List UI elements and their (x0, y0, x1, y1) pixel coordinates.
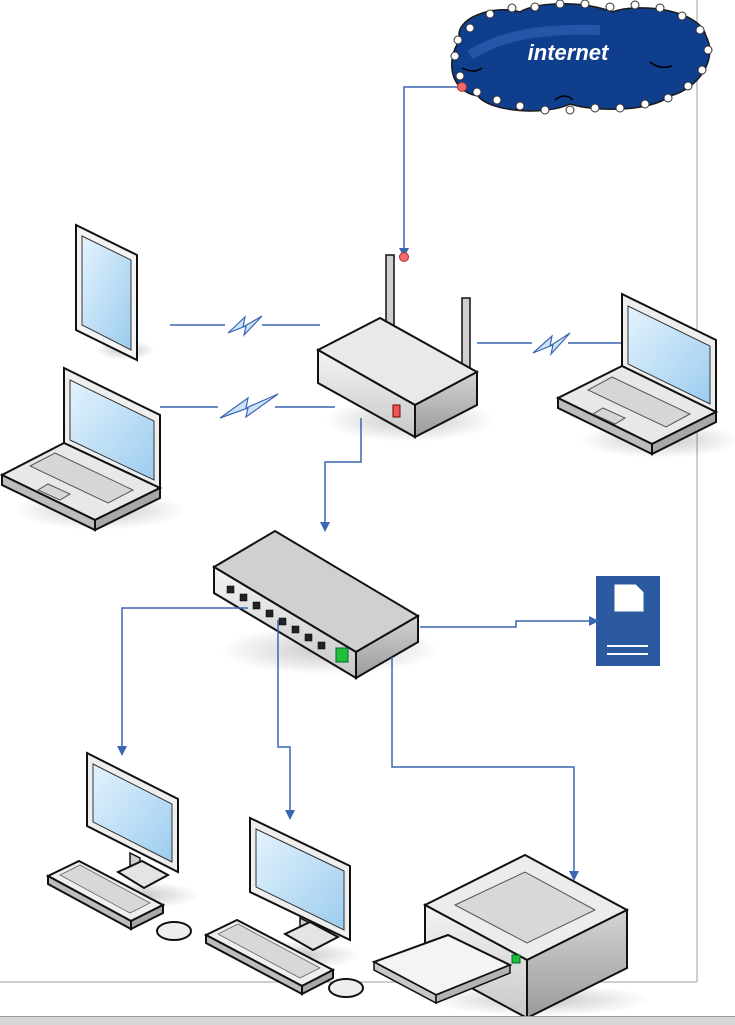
connector-switch-document[interactable] (420, 616, 599, 628)
router-icon[interactable] (315, 254, 495, 442)
wireless-link-icon (477, 332, 625, 357)
cloud-selection-handles (450, 0, 713, 115)
connector-switch-printer[interactable] (391, 657, 579, 881)
connection-handle[interactable] (457, 82, 467, 92)
laptop-icon[interactable] (555, 292, 735, 458)
laptop-icon[interactable] (0, 366, 185, 532)
printer-icon[interactable] (371, 853, 650, 1020)
switch-icon[interactable] (212, 529, 440, 680)
tablet-icon[interactable] (75, 223, 155, 362)
wireless-link-icon (160, 393, 335, 419)
connector-router-switch[interactable] (320, 418, 362, 532)
cloud-icon[interactable]: internet (450, 0, 713, 115)
cloud-label: internet (528, 40, 610, 65)
desktop-icon[interactable] (203, 816, 364, 998)
document-icon[interactable] (596, 576, 660, 666)
bottom-scrollbar[interactable] (0, 1016, 735, 1025)
connector-switch-desktop-right[interactable] (277, 620, 295, 820)
wireless-link-icon (170, 315, 320, 337)
connector-internet-router[interactable] (399, 82, 467, 262)
connection-handle[interactable] (399, 252, 409, 262)
connector-switch-desktop-left[interactable] (117, 607, 248, 756)
desktop-icon[interactable] (45, 751, 200, 941)
